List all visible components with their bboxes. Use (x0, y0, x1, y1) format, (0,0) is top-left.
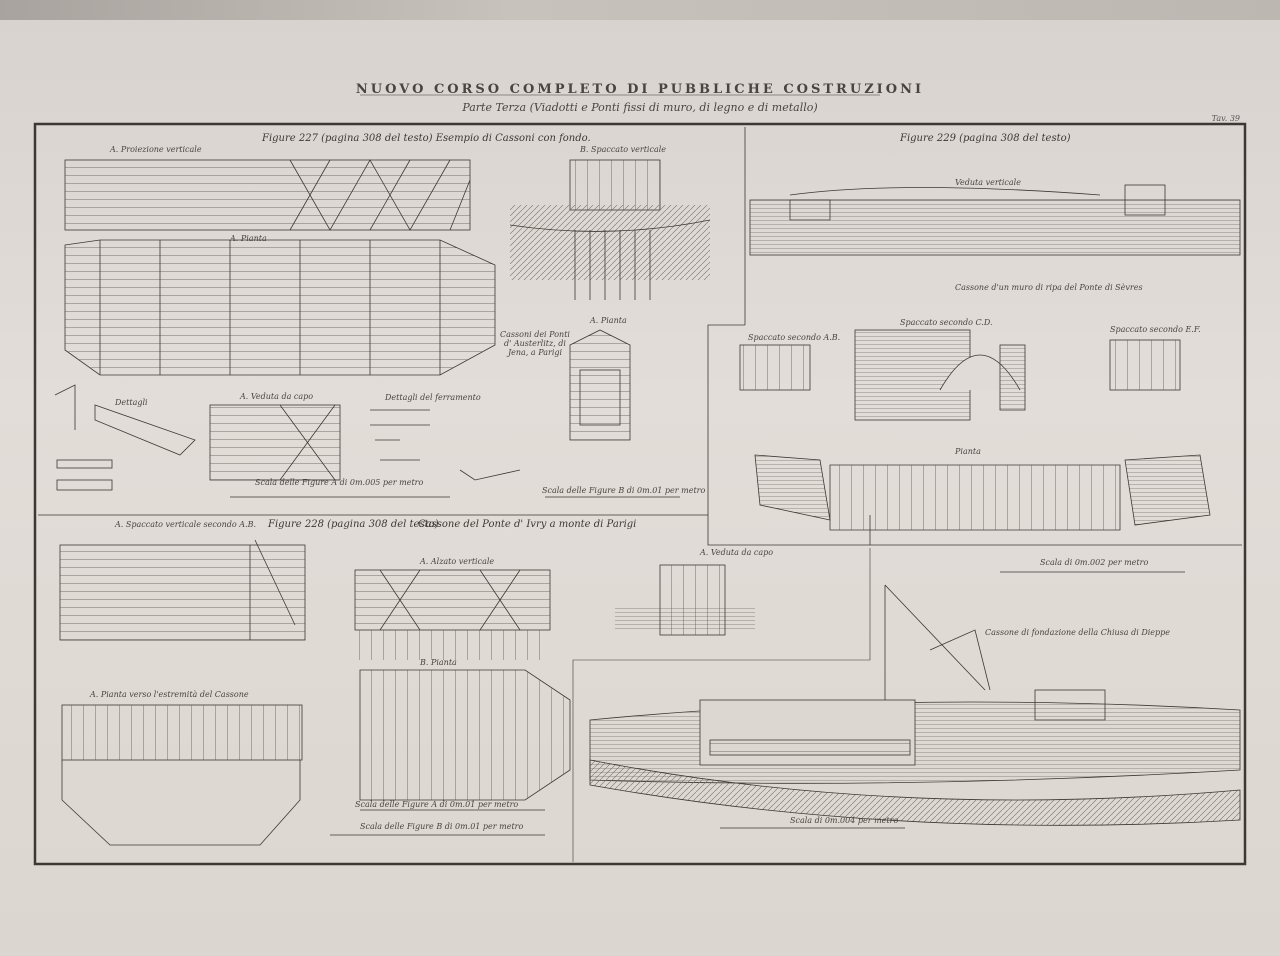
fig228-section (59, 544, 306, 641)
scale-label: Scala delle Figure A di 0m.01 per metro (355, 800, 519, 809)
label: Dettagli del ferramento (385, 393, 481, 402)
fig227-plan (64, 239, 496, 376)
fig229-plan (754, 454, 831, 521)
fig227-title: Figure 227 (pagina 308 del testo) Esempi… (262, 133, 591, 144)
label: A. Spaccato verticale secondo A.B. (115, 520, 256, 529)
label: Veduta verticale (955, 178, 1021, 187)
fig227-caisson-plan (569, 329, 631, 441)
fig230-caption: Cassone di fondazione della Chiusa di Di… (985, 628, 1171, 637)
scale-label: Scala di 0m.004 per metro (790, 816, 899, 825)
label: Pianta (955, 447, 981, 456)
fig228-caption: Cassone del Ponte d' Ivry a monte di Par… (418, 519, 637, 530)
plate-subtitle: Parte Terza (Viadotti e Ponti fissi di m… (462, 101, 818, 114)
label: Dettagli (115, 398, 148, 407)
label: A. Pianta (230, 234, 267, 243)
label: Spaccato secondo E.F. (1110, 325, 1201, 334)
label: A. Veduta da capo (240, 392, 314, 401)
scale-label: Scala di 0m.002 per metro (1040, 558, 1149, 567)
fig228-end-view (659, 564, 726, 636)
fig229-title: Figure 229 (pagina 308 del testo) (900, 133, 1071, 144)
fig228-plan (61, 704, 303, 761)
label: A. Pianta (590, 316, 627, 325)
fig229-vertical-view (749, 199, 1241, 256)
fig227-section (569, 159, 661, 211)
label: A. Proiezione verticale (110, 145, 202, 154)
scale-label: Scala delle Figure A di 0m.005 per metro (255, 478, 424, 487)
plate-title: NUOVO CORSO COMPLETO DI PUBBLICHE COSTRU… (355, 82, 925, 97)
plate-number: Tav. 39 (1211, 114, 1240, 123)
fig228-title: Figure 228 (pagina 308 del testo) (268, 519, 439, 530)
label: Spaccato secondo C.D. (900, 318, 993, 327)
fig227-vertical-projection (64, 159, 471, 231)
scale-label: Scala delle Figure B di 0m.01 per metro (542, 486, 706, 495)
fig228-b-plan (359, 669, 571, 801)
label: B. Pianta (420, 658, 457, 667)
fig227-end-view (209, 404, 341, 481)
label: Cassoni dei Ponti d' Austerlitz, di Jena… (500, 330, 570, 357)
label: Cassone d'un muro di ripa del Ponte di S… (955, 283, 1143, 292)
scale-label: Scala delle Figure B di 0m.01 per metro (360, 822, 524, 831)
label: A. Pianta verso l'estremità del Cassone (90, 690, 249, 699)
label: A. Alzato verticale (420, 557, 495, 566)
fig228-elevation (354, 569, 551, 631)
plate-border (33, 122, 1247, 866)
label: A. Veduta da capo (700, 548, 774, 557)
label: Spaccato secondo A.B. (748, 333, 841, 342)
label: B. Spaccato verticale (580, 145, 667, 154)
